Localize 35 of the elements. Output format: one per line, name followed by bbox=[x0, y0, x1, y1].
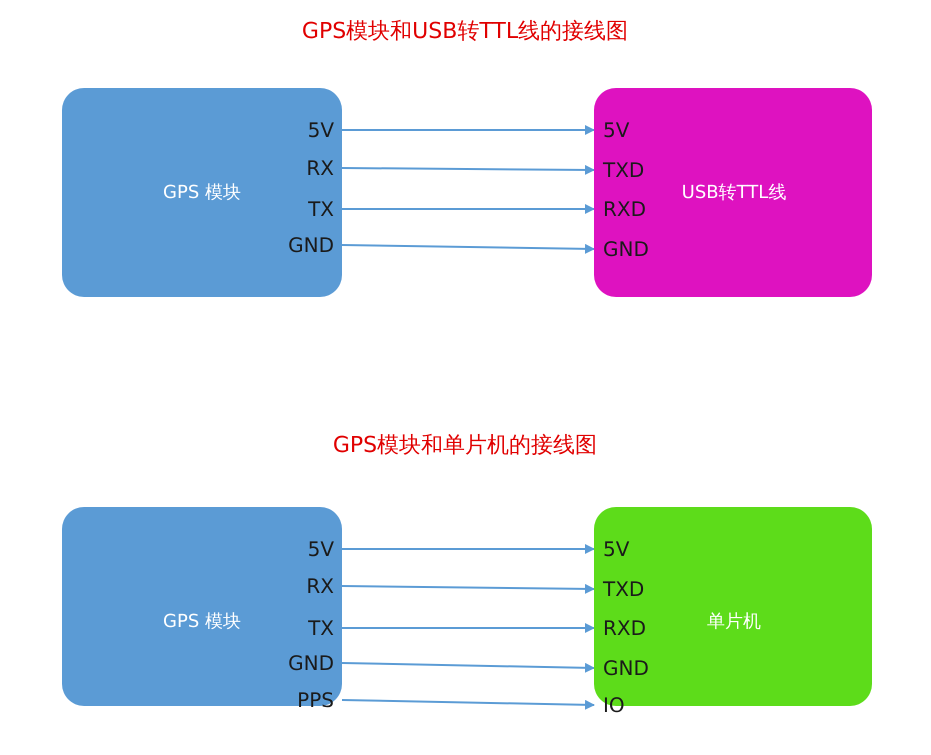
pin-label: GND bbox=[288, 651, 342, 675]
pin-label: GND bbox=[288, 233, 342, 257]
pin-label: 5V bbox=[594, 118, 630, 142]
module-name: GPS 模块 bbox=[163, 610, 241, 633]
arrow bbox=[342, 699, 595, 710]
module-name: GPS 模块 bbox=[163, 181, 241, 204]
pin-label: GND bbox=[594, 237, 649, 261]
arrow bbox=[342, 623, 595, 633]
pin-label: RX bbox=[306, 574, 342, 598]
diagram-title: GPS模块和USB转TTL线的接线图 bbox=[302, 18, 628, 46]
module-box bbox=[62, 88, 342, 297]
pin-label: PPS bbox=[297, 688, 342, 712]
module-name: USB转TTL线 bbox=[682, 181, 786, 204]
arrow bbox=[342, 164, 595, 175]
pin-label: GND bbox=[594, 656, 649, 680]
pin-label: RX bbox=[306, 156, 342, 180]
pin-label: RXD bbox=[594, 197, 646, 221]
pin-label: 5V bbox=[594, 537, 630, 561]
pin-label: 5V bbox=[308, 537, 342, 561]
section-heading: GPS模块和单片机的接线图 bbox=[332, 432, 598, 460]
pin-label: RXD bbox=[594, 616, 646, 640]
arrow bbox=[342, 584, 595, 594]
pin-label: TXD bbox=[594, 158, 644, 182]
arrow bbox=[342, 204, 595, 214]
module-name: 单片机 bbox=[707, 610, 761, 633]
arrow bbox=[342, 662, 595, 673]
pin-label: 5V bbox=[308, 118, 342, 142]
module-box bbox=[62, 507, 342, 706]
arrow bbox=[342, 244, 595, 254]
arrow bbox=[342, 544, 595, 554]
pin-label: TXD bbox=[594, 577, 644, 601]
module-box bbox=[594, 88, 872, 297]
arrow bbox=[342, 125, 595, 135]
pin-label: TX bbox=[308, 616, 342, 640]
pin-label: TX bbox=[308, 197, 342, 221]
